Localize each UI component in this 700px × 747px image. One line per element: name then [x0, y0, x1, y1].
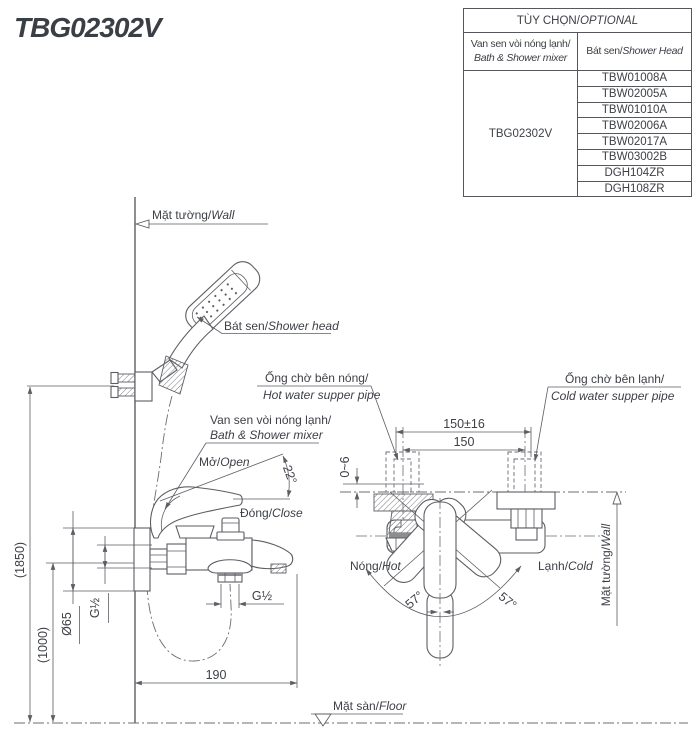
svg-text:G½: G½	[252, 589, 273, 603]
side-view: Mặt tường/Wall (1850) (1000)	[13, 197, 688, 727]
mixer-side-view	[133, 486, 294, 592]
cold-pipe-label: Ống chờ bên lạnh/ Cold water supper pipe	[533, 371, 681, 462]
dim-0-6: 0~6	[338, 456, 360, 508]
open-label: Mở/Open	[199, 455, 250, 469]
code-cell: TBW02017A	[577, 133, 692, 150]
hot-label: Nóng/Hot	[350, 559, 401, 573]
svg-text:Mặt sàn/Floor: Mặt sàn/Floor	[333, 699, 407, 713]
model-cell: TBG02302V	[463, 69, 578, 198]
dim-1850: (1850)	[13, 385, 114, 723]
svg-text:Van sen vòi nóng lạnh/: Van sen vòi nóng lạnh/	[210, 413, 332, 427]
svg-text:Bath & Shower mixer: Bath & Shower mixer	[210, 428, 324, 442]
page-title: TBG02302V	[14, 12, 162, 43]
svg-text:(1850): (1850)	[13, 542, 27, 578]
dim-57-left: 57°	[403, 588, 426, 611]
mixer-label: Van sen vòi nóng lạnh/ Bath & Shower mix…	[164, 413, 332, 510]
hose-connector	[158, 355, 189, 395]
dim-150: 150	[402, 435, 526, 453]
dim-150-16: 150±16	[395, 417, 532, 457]
cold-supply-union	[496, 451, 556, 541]
hand-shower	[158, 261, 261, 395]
wall-label-right: Mặt tường/Wall	[599, 491, 622, 626]
dim-g12-outlet: G½	[206, 584, 284, 608]
escutcheon	[133, 527, 151, 592]
svg-text:Ø65: Ø65	[60, 612, 74, 636]
svg-text:G½: G½	[88, 597, 102, 618]
svg-text:Cold water supper pipe: Cold water supper pipe	[551, 389, 675, 403]
dim-1000: (1000)	[36, 562, 150, 723]
aerator	[270, 563, 287, 574]
table-header: TÙY CHỌN/OPTIONAL	[463, 8, 692, 33]
floor-label: Mặt sàn/Floor	[311, 699, 407, 727]
svg-text:Mặt tường/Wall: Mặt tường/Wall	[599, 523, 613, 606]
dim-o65: Ø65	[60, 511, 134, 644]
shower-head-label: Bát sen/Shower head	[196, 316, 339, 334]
code-cell: DGH104ZR	[577, 164, 692, 182]
svg-text:Hot water supper pipe: Hot water supper pipe	[263, 388, 381, 402]
code-cell: TBW01010A	[577, 101, 692, 119]
floor-arrow-icon	[314, 713, 332, 727]
wall-label: Mặt tường/Wall	[134, 208, 268, 229]
cold-label: Lạnh/Cold	[538, 559, 593, 573]
dim-190: 190	[134, 574, 298, 688]
optional-table: TÙY CHỌN/OPTIONAL Van sen vòi nóng lạnh/…	[463, 8, 692, 198]
dim-22deg: 22°	[280, 463, 300, 486]
code-cell: TBW02005A	[577, 85, 692, 103]
svg-text:150±16: 150±16	[443, 417, 485, 431]
svg-text:Ống chờ bên lạnh/: Ống chờ bên lạnh/	[565, 371, 665, 386]
dim-57-right: 57°	[496, 589, 519, 612]
wall-arrow-icon	[134, 219, 150, 229]
svg-text:Ống chờ bên nóng/: Ống chờ bên nóng/	[265, 370, 369, 385]
hot-pipe-label: Ống chờ bên nóng/ Hot water supper pipe	[257, 370, 399, 461]
svg-text:Mặt tường/Wall: Mặt tường/Wall	[152, 208, 235, 222]
svg-text:150: 150	[454, 435, 475, 449]
hose-outlet	[207, 559, 253, 574]
mounting-screws	[110, 371, 136, 399]
close-label: Đóng/Close	[240, 506, 303, 520]
open-close-indicator: Mở/Open Đóng/Close 22°	[159, 453, 303, 520]
dim-g12-inlet: G½	[88, 536, 152, 623]
column-header-shower-head: Bát sen/Shower Head	[577, 32, 692, 71]
svg-text:Bát sen/Shower head: Bát sen/Shower head	[224, 319, 339, 333]
svg-text:(1000): (1000)	[36, 627, 50, 663]
code-cell: DGH108ZR	[577, 180, 692, 198]
svg-text:190: 190	[206, 668, 227, 682]
wall-arrow-up-icon	[612, 491, 622, 505]
svg-text:0~6: 0~6	[338, 456, 352, 477]
spout	[251, 539, 294, 570]
